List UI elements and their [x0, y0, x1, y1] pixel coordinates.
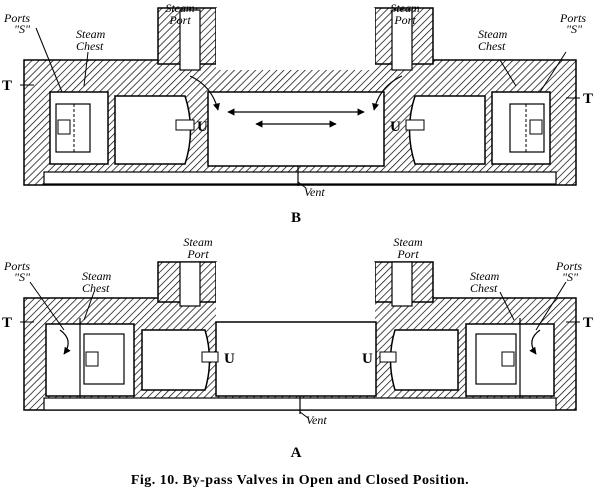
central-chamber-b	[207, 91, 385, 167]
inner-chamber-left-b	[114, 95, 192, 165]
t-right-label-a: T	[583, 315, 593, 331]
inner-chamber-left-a	[141, 329, 211, 391]
u-left-label-a: U	[224, 351, 235, 367]
u-right-label-b: U	[390, 119, 401, 135]
figure-caption: Fig. 10. By-pass Valves in Open and Clos…	[131, 473, 469, 488]
inner-chamber-right-a	[389, 329, 459, 391]
vent-label-b: Vent	[304, 185, 325, 199]
inner-chamber-right-b	[408, 95, 486, 165]
diagram-a-id: A	[291, 445, 302, 461]
flow-arrow-right-b	[372, 75, 403, 111]
t-left-label-b: T	[2, 78, 12, 94]
u-left-label-b: U	[197, 119, 208, 135]
t-right-label-b: T	[583, 91, 593, 107]
bypass-arrow-right-a	[529, 329, 541, 355]
flow-arrow-left-b	[189, 75, 220, 111]
vent-label-a: Vent	[306, 413, 327, 427]
central-chamber-a	[215, 321, 377, 397]
u-right-label-a: U	[362, 351, 373, 367]
base-plate-b	[43, 171, 557, 185]
ports-left-label-a: Ports"S"	[3, 259, 31, 284]
bypass-arrow-left-a	[59, 329, 71, 355]
ports-right-label-a: Ports"S"	[555, 259, 582, 284]
t-left-label-a: T	[2, 315, 12, 331]
piston-right-b	[509, 103, 545, 153]
diagram-b-id: B	[291, 210, 301, 226]
ports-left-label-b: Ports"S"	[3, 11, 31, 36]
ports-right-label-b: Ports"S"	[559, 11, 586, 36]
